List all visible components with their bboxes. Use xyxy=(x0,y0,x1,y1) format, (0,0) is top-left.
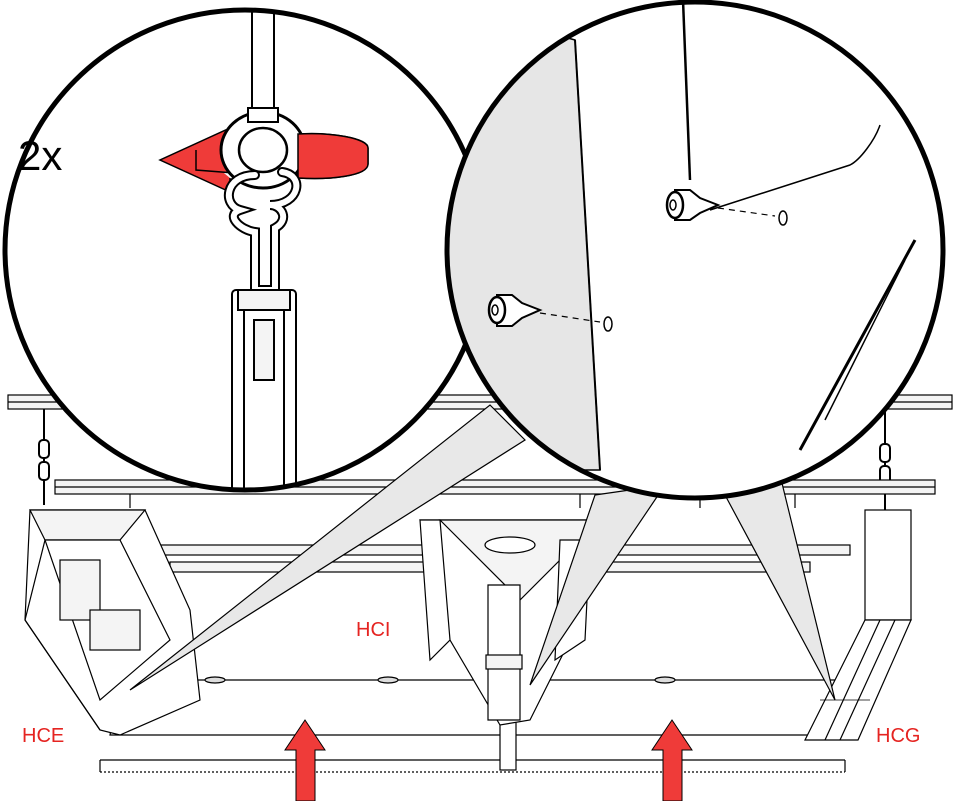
pin-upper xyxy=(665,189,788,226)
hcg-module xyxy=(804,509,912,741)
background-assembly xyxy=(7,394,953,773)
detail-circle-eyebolt: 2x xyxy=(2,7,488,493)
pin-lower xyxy=(487,294,613,332)
up-arrow-icon xyxy=(651,719,693,801)
label-hce: HCE xyxy=(22,725,64,747)
multiplier-label: 2x xyxy=(18,132,62,179)
label-hcg: HCG xyxy=(876,725,920,747)
callout-cone-hcg-detail xyxy=(724,474,836,701)
lift-arrows xyxy=(284,719,693,801)
up-arrow-icon xyxy=(284,719,326,801)
callout-cone-left-detail xyxy=(129,404,526,691)
label-hci: HCI xyxy=(356,619,390,641)
module-labels: HCE HCI HCG xyxy=(22,619,920,747)
hce-module xyxy=(24,509,201,736)
hci-module xyxy=(419,519,602,726)
